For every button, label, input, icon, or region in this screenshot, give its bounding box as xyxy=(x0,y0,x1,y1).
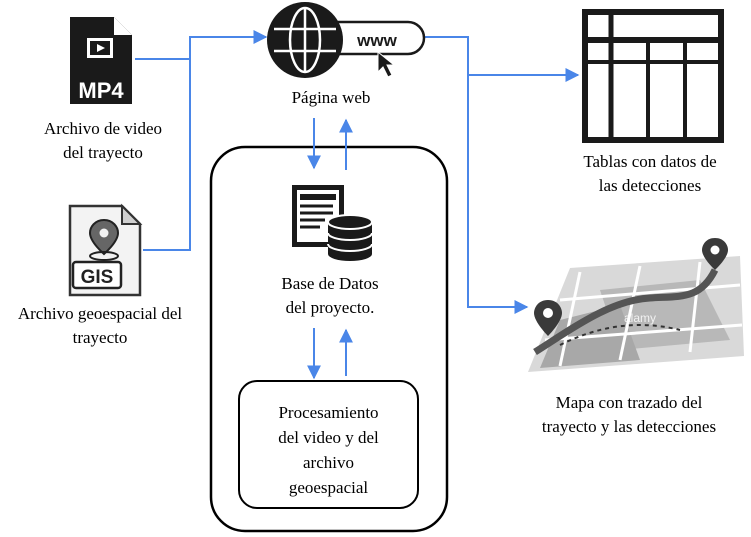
database-icon xyxy=(292,185,373,261)
connector-web-to-tables xyxy=(425,36,580,82)
label-geo-file: Archivo geoespacial del trayecto xyxy=(17,304,183,347)
label-video-file: Archivo de video del trayecto xyxy=(43,119,163,162)
label-database: Base de Datos del proyecto. xyxy=(281,274,379,317)
label-web-page: Página web xyxy=(291,88,371,107)
label-tables: Tablas con datos de las detecciones xyxy=(583,152,717,195)
gis-icon-text: GIS xyxy=(81,267,114,288)
mp4-file-icon: MP4 xyxy=(70,17,132,104)
www-icon-text: www xyxy=(356,31,397,50)
mp4-icon-text: MP4 xyxy=(78,78,124,103)
map-icon: alamy xyxy=(528,238,744,372)
connectors xyxy=(135,30,580,380)
label-map: Mapa con trazado del trayecto y las dete… xyxy=(541,393,717,436)
connector-geo-to-web xyxy=(143,59,191,251)
connector-video-to-web xyxy=(135,30,268,60)
map-pin-start-icon xyxy=(534,300,562,336)
map-watermark-text: alamy xyxy=(624,311,656,325)
table-icon xyxy=(582,9,724,143)
processing-box xyxy=(238,380,419,509)
label-processing: Procesamiento del video y del archivo ge… xyxy=(278,403,379,497)
map-pin-end-icon xyxy=(702,238,728,270)
server-container xyxy=(209,145,449,533)
gis-file-icon: GIS xyxy=(68,203,143,297)
connector-web-to-map xyxy=(467,75,529,314)
globe-www-icon: www xyxy=(267,2,426,78)
